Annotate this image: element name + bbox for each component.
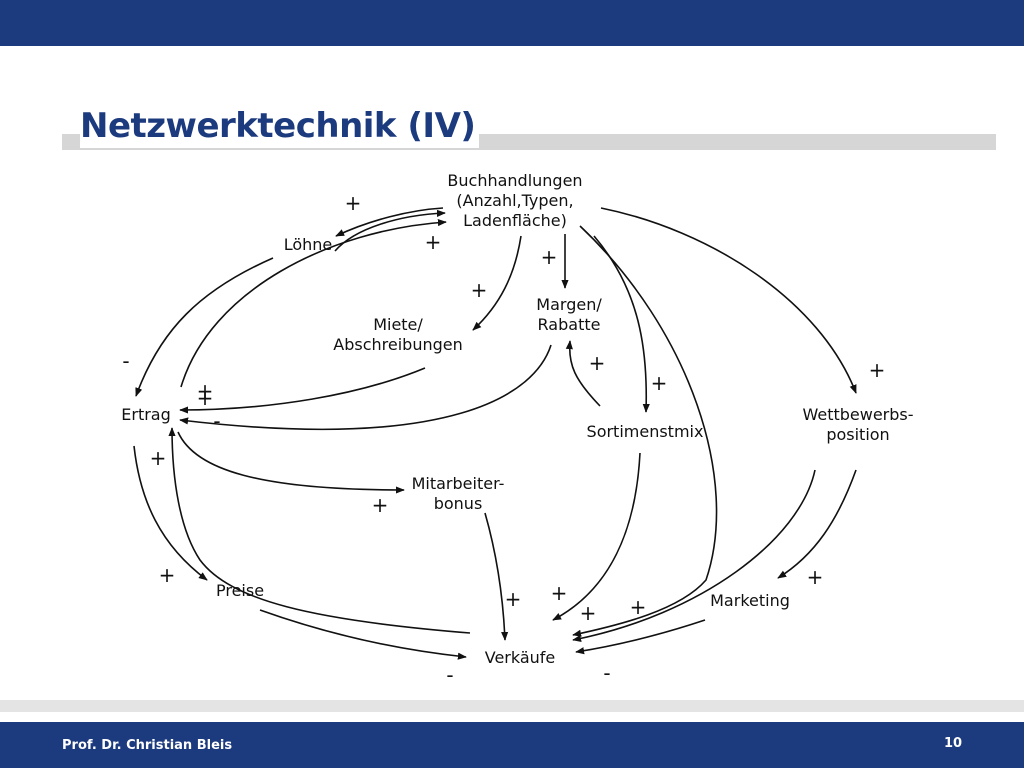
edge-sign-buchhandlungen-to-margen: +: [541, 245, 558, 269]
edge-sign-loehne-to-ertrag: -: [122, 349, 129, 373]
edge-sign-ertrag-to-preise: +: [159, 563, 176, 587]
edge-buchhandlungen-to-miete: [472, 235, 522, 331]
footer-brand-bar: [0, 722, 1024, 768]
edge-wettbewerb-to-verkaeufe: [572, 469, 816, 642]
page-number: 10: [944, 736, 963, 751]
edge-sign-buchhandlungen-to-miete: +: [471, 278, 488, 302]
node-margen: Margen/Rabatte: [536, 295, 602, 334]
edge-sign-buchhandlungen-to-loehne: +: [345, 191, 362, 215]
node-buchhandlungen: Buchhandlungen(Anzahl,Typen,Ladenfläche): [447, 171, 582, 230]
edge-wettbewerb-to-marketing: [777, 469, 857, 579]
top-brand-bar: [0, 0, 1024, 46]
node-verkaeufe: Verkäufe: [485, 648, 556, 667]
edge-sign-wettbewerb-to-verkaeufe: +: [807, 565, 824, 589]
footer-author: Prof. Dr. Christian Bleis: [62, 738, 233, 753]
node-preise: Preise: [216, 581, 264, 600]
edge-sign-miete-to-ertrag: -: [213, 409, 220, 433]
edge-sign-loehne-to-buchhandlungen: +: [425, 230, 442, 254]
node-miete: Miete/Abschreibungen: [333, 315, 462, 354]
edge-preise-to-verkaeufe: [259, 609, 467, 660]
edge-sign-mitarbeiter-to-verkaeufe: +: [150, 446, 167, 470]
edge-sign-buchhandlungen-to-verkaeufe: +: [630, 595, 647, 619]
edge-verkaeufe-to-ertrag: [168, 427, 471, 634]
edge-sortimentsmix-to-margen: [565, 340, 601, 407]
node-marketing: Marketing: [710, 591, 790, 610]
slide-title: Netzwerktechnik (IV): [80, 104, 480, 148]
node-loehne: Löhne: [284, 235, 333, 254]
edge-ertrag-to-preise: [133, 445, 208, 581]
edge-ertrag-to-mitarbeiter: [177, 431, 405, 494]
edge-loehne-to-ertrag: [135, 257, 274, 397]
node-mitarbeiter: Mitarbeiter-bonus: [412, 474, 505, 513]
edge-sign-wettbewerb-to-marketing: -: [603, 661, 610, 685]
edge-sign-margen-to-ertrag: +: [197, 379, 214, 403]
edge-sortimentsmix-to-verkaeufe: [552, 452, 641, 621]
edge-sign-buchhandlungen-to-sortimentsmix: +: [651, 371, 668, 395]
edge-sign-ertrag-to-mitarbeiter: +: [505, 587, 522, 611]
edge-sign-sortimentsmix-to-margen: +: [589, 351, 606, 375]
footer-rule: [0, 700, 1024, 712]
edge-buchhandlungen-to-sortimentsmix: [593, 235, 650, 413]
edge-sign-buchhandlungen-to-wettbewerb: +: [869, 358, 886, 382]
node-ertrag: Ertrag: [121, 405, 171, 424]
edge-margen-to-ertrag: [179, 344, 552, 431]
node-sortimentsmix: Sortimenstmix: [587, 422, 704, 441]
edge-sign-ertrag-to-buchhandlungen: +: [197, 386, 214, 410]
edge-sign-sortimentsmix-to-verkaeufe: +: [551, 581, 568, 605]
edge-miete-to-ertrag: [179, 367, 426, 414]
edge-sign-verkaeufe-to-ertrag: +: [580, 601, 597, 625]
edge-buchhandlungen-to-loehne: [335, 207, 444, 237]
edge-sign-preise-to-verkaeufe: -: [446, 663, 453, 687]
edge-buchhandlungen-to-wettbewerb: [600, 207, 857, 394]
edge-sign-marketing-to-verkaeufe: +: [372, 493, 389, 517]
edge-marketing-to-verkaeufe: [575, 619, 706, 655]
node-wettbewerb: Wettbewerbs-position: [802, 405, 913, 444]
edge-buchhandlungen-to-verkaeufe: [572, 225, 718, 637]
edge-mitarbeiter-to-verkaeufe: [484, 512, 509, 641]
edge-ertrag-to-buchhandlungen: [180, 218, 447, 388]
